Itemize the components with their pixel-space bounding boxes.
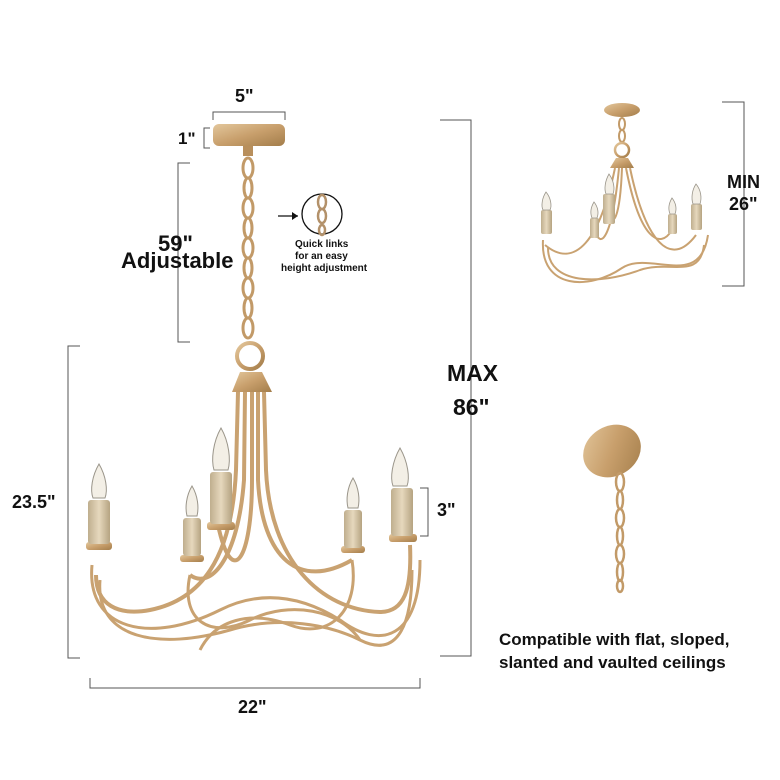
min-height-label: MIN bbox=[727, 172, 760, 192]
dimension-lines bbox=[67, 101, 745, 689]
canopy-width-label: 5" bbox=[235, 86, 254, 106]
chain-length-note: Adjustable bbox=[121, 248, 234, 273]
body-width-label: 22" bbox=[238, 697, 267, 717]
ceiling-compatibility-line1: Compatible with flat, sloped, bbox=[499, 630, 730, 649]
chain bbox=[241, 156, 255, 340]
sloped-canopy-detail bbox=[583, 424, 641, 594]
quick-links-line2: for an easy bbox=[295, 251, 348, 262]
max-height-value: 86" bbox=[453, 394, 490, 420]
ceiling-compatibility-line2: slanted and vaulted ceilings bbox=[499, 653, 726, 672]
quick-link-callout bbox=[278, 193, 343, 237]
canopy bbox=[213, 124, 285, 146]
chain-length-value: 59" bbox=[158, 231, 193, 256]
candle-sleeves bbox=[88, 472, 413, 556]
candle-height-label: 3" bbox=[437, 500, 456, 520]
min-height-chandelier bbox=[541, 103, 709, 284]
loop-ring bbox=[235, 341, 265, 371]
main-chandelier bbox=[86, 124, 422, 651]
candle-bulbs bbox=[91, 426, 409, 517]
quick-links-line3: height adjustment bbox=[281, 263, 368, 274]
canopy-height-label: 1" bbox=[178, 129, 196, 148]
quick-links-line1: Quick links bbox=[295, 239, 349, 250]
max-height-label: MAX bbox=[447, 360, 499, 386]
min-height-value: 26" bbox=[729, 194, 758, 214]
body-height-label: 23.5" bbox=[12, 492, 56, 512]
